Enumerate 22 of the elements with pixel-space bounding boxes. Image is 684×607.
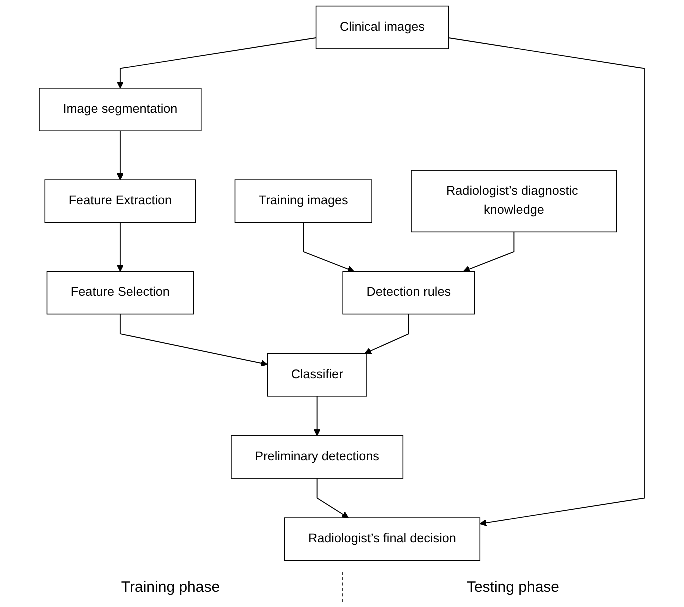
arrow xyxy=(316,478,349,518)
arrow xyxy=(116,38,317,89)
node-box: Image segmentation xyxy=(39,88,202,132)
arrow xyxy=(116,130,124,180)
node-box: Feature Extraction xyxy=(44,180,196,224)
phase-label: Testing phase xyxy=(466,578,561,596)
arrow xyxy=(120,314,268,367)
arrow xyxy=(116,222,124,272)
node-box: Preliminary detections xyxy=(231,436,404,479)
node-box: Feature Selection xyxy=(46,271,194,315)
arrow xyxy=(314,396,321,436)
node-box: Radiologist’s diagnostic knowledge xyxy=(411,170,618,233)
arrow xyxy=(303,222,355,273)
node-box: Detection rules xyxy=(342,271,476,315)
arrow xyxy=(448,38,645,526)
phase-label: Training phase xyxy=(120,578,222,596)
node-box: Clinical images xyxy=(316,6,450,50)
arrow xyxy=(364,314,410,354)
node-box: Classifier xyxy=(267,353,368,397)
node-box: Training images xyxy=(234,180,372,224)
node-box: Radiologist’s final decision xyxy=(284,518,481,562)
arrow xyxy=(463,232,515,273)
